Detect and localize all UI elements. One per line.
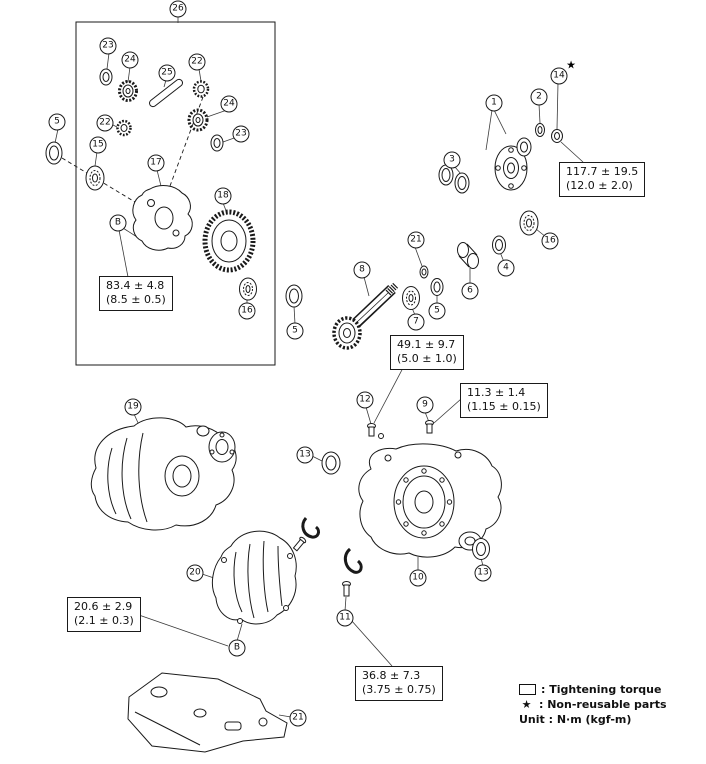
part-pinion-gear-left [116,119,132,137]
legend-unit-label: Unit : N·m (kgf-m) [519,713,632,726]
torque-alt-value: (8.5 ± 0.5) [106,293,166,307]
torque-value: 20.6 ± 2.9 [74,600,133,613]
callout-20: 20 [186,564,204,582]
callout-5-b: 5 [286,322,304,340]
callout-14: 14 [550,67,568,85]
callout-23-b: 23 [232,125,250,143]
callout-10: 10 [409,569,427,587]
callout-25: 25 [158,64,176,82]
callout-19: 19 [124,398,142,416]
part-front-oil-seals [438,164,470,194]
legend-row-non-reusable: ★ : Non-reusable parts [519,698,667,711]
torque-value: 36.8 ± 7.3 [362,669,421,682]
legend-torque-label: : Tightening torque [541,683,662,696]
torque-note-bracket-bolt: 36.8 ± 7.3 (3.75 ± 0.75) [355,666,443,701]
callout-16-b: 16 [541,232,559,250]
part-pinion-gear-right [192,80,210,98]
part-pinion-shim [430,278,444,296]
callout-B-a: B [109,214,127,232]
callout-3: 3 [443,151,461,169]
part-clips-and-bolt-11 [292,517,363,597]
callout-6: 6 [461,282,479,300]
part-drive-pinion [332,282,399,350]
part-pinion-shaft [148,78,184,108]
torque-alt-value: (1.15 ± 0.15) [467,400,541,414]
torque-alt-value: (12.0 ± 2.0) [566,179,633,193]
callout-17: 17 [147,154,165,172]
callout-12: 12 [356,391,374,409]
part-side-gear-upper [118,80,138,102]
torque-note-case-bolt: 49.1 ± 9.7 (5.0 ± 1.0) [390,335,464,370]
part-cover [211,530,297,625]
part-side-bearing-left [85,165,105,191]
legend: : Tightening torque ★ : Non-reusable par… [519,683,667,728]
callout-21-a: 21 [407,231,425,249]
legend-row-unit: Unit : N·m (kgf-m) [519,713,667,726]
part-side-bearing-right [239,277,257,301]
callout-1: 1 [485,94,503,112]
callout-15: 15 [89,136,107,154]
torque-box-symbol [519,684,536,695]
callout-24-b: 24 [220,95,238,113]
part-bolt-9 [425,420,434,434]
callout-23-a: 23 [99,37,117,55]
callout-4: 4 [497,259,515,277]
callout-11: 11 [336,609,354,627]
part-bolt-12 [367,423,384,439]
part-oil-seal-13-left [321,451,341,475]
callout-21-b: 21 [289,709,307,727]
part-housing-left [90,417,237,531]
part-bearing-spacer [457,242,479,269]
callout-5-c: 5 [428,302,446,320]
part-oil-seal-left [45,141,63,165]
part-front-bearing [519,210,539,236]
part-ring-gear [202,209,256,273]
leader-lines [54,17,584,718]
part-pinion-nut [551,129,563,143]
torque-value: 11.3 ± 1.4 [467,386,526,399]
part-rear-washer [419,265,429,279]
callout-22-a: 22 [188,53,206,71]
torque-note-plug: 11.3 ± 1.4 (1.15 ± 0.15) [460,383,548,418]
torque-alt-value: (3.75 ± 0.75) [362,683,436,697]
callout-5-a: 5 [48,113,66,131]
callout-9: 9 [416,396,434,414]
callout-16-a: 16 [238,302,256,320]
callout-B-b: B [228,639,246,657]
torque-value: 117.7 ± 19.5 [566,165,639,178]
callout-7: 7 [407,313,425,331]
callout-26: 26 [169,0,187,18]
torque-note-cover-bolt: 20.6 ± 2.9 (2.1 ± 0.3) [67,597,141,632]
callout-24-a: 24 [121,51,139,69]
torque-note-ring-gear: 83.4 ± 4.8 (8.5 ± 0.5) [99,276,173,311]
torque-alt-value: (5.0 ± 1.0) [397,352,457,366]
part-differential-case [132,185,193,251]
part-housing-right [358,443,502,558]
part-thrust-washer-upper [99,68,113,86]
part-oil-seal-right [285,284,303,308]
star-icon: ★ [521,698,532,711]
torque-value: 83.4 ± 4.8 [106,279,165,292]
torque-value: 49.1 ± 9.7 [397,338,456,351]
torque-note-pinion-nut: 117.7 ± 19.5 (12.0 ± 2.0) [559,162,646,197]
torque-alt-value: (2.1 ± 0.3) [74,614,134,628]
callout-13-b: 13 [474,564,492,582]
callout-2: 2 [530,88,548,106]
part-thrust-washer-lower [210,134,224,152]
part-oil-seal-13-right [472,538,490,560]
callout-13-a: 13 [296,446,314,464]
legend-star-label: : Non-reusable parts [539,698,667,711]
legend-row-tightening-torque: : Tightening torque [519,683,667,696]
part-flange-washer [535,123,545,137]
non-reusable-star-icon: ★ [566,58,576,72]
callout-8: 8 [353,261,371,279]
part-rear-bearing [402,286,420,310]
callout-22-b: 22 [96,114,114,132]
part-mounting-bracket [127,672,288,753]
part-side-gear-lower [187,108,209,132]
part-pinion-washer [492,235,506,255]
part-companion-flange [494,137,532,191]
callout-18: 18 [214,187,232,205]
